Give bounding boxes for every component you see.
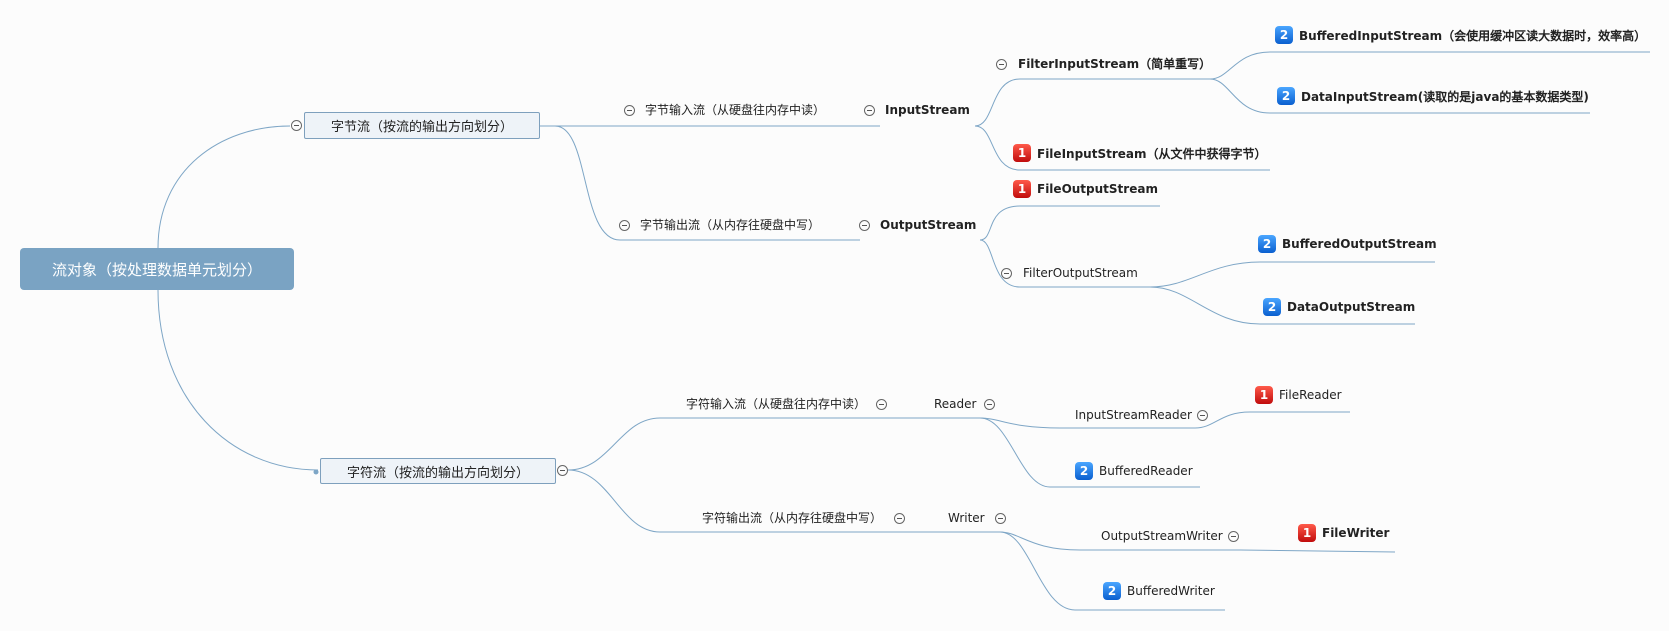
filewriter-node[interactable]: 1 FileWriter (1298, 524, 1389, 542)
char-output-node[interactable]: 字符输出流（从内存往硬盘中写） (702, 511, 883, 525)
edge-ofilter-data (1149, 286, 1415, 325)
char-input-collapse-button[interactable] (876, 399, 887, 410)
edge-root-char (157, 289, 319, 471)
bufferedwriter-node[interactable]: 2 BufferedWriter (1103, 582, 1215, 600)
priority-2-icon: 2 (1258, 235, 1276, 253)
byte-collapse-button[interactable] (291, 120, 302, 131)
bufferedinputstream-label: BufferedInputStream（会使用缓冲区读大数据时，效率高） (1299, 28, 1647, 43)
outputstreamwriter-node[interactable]: OutputStreamWriter (1101, 529, 1223, 543)
inputstream-node[interactable]: InputStream (885, 103, 970, 117)
priority-2-icon: 2 (1275, 26, 1293, 44)
byte-stream-label: 字节流（按流的输出方向划分） (330, 120, 513, 135)
priority-2-icon: 2 (1277, 87, 1295, 105)
root-label: 流对象（按处理数据单元划分） (51, 260, 262, 279)
char-output-collapse-button[interactable] (894, 513, 905, 524)
edge-char-output (567, 469, 1000, 533)
byte-stream-node[interactable]: 字节流（按流的输出方向划分） (304, 112, 540, 139)
filterinputstream-node[interactable]: FilterInputStream（简单重写） (1018, 57, 1212, 71)
filereader-label: FileReader (1279, 388, 1342, 402)
edge-root-byte (157, 125, 291, 249)
bufferedwriter-label: BufferedWriter (1127, 584, 1215, 598)
byte-output-collapse-button[interactable] (619, 220, 630, 231)
filteroutputstream-node[interactable]: FilterOutputStream (1023, 266, 1138, 280)
reader-collapse-button[interactable] (984, 399, 995, 410)
edge-writer-osw (999, 531, 1240, 551)
priority-1-icon: 1 (1013, 180, 1031, 198)
byte-output-node[interactable]: 字节输出流（从内存往硬盘中写） (640, 218, 821, 232)
edge-isr-filereader (1194, 411, 1350, 429)
edge-byte-output (554, 125, 860, 241)
fileoutputstream-label: FileOutputStream (1037, 182, 1158, 196)
char-input-node[interactable]: 字符输入流（从硬盘往内存中读） (686, 397, 867, 411)
inputstreamreader-collapse-button[interactable] (1197, 410, 1208, 421)
byte-input-node[interactable]: 字节输入流（从硬盘往内存中读） (645, 103, 826, 117)
edge-out-file (979, 205, 1160, 241)
writer-collapse-button[interactable] (995, 513, 1006, 524)
edge-in-file (974, 125, 1270, 171)
edge-reader-buffered (979, 417, 1200, 488)
char-connector-dot (313, 469, 319, 475)
dataoutputstream-node[interactable]: 2 DataOutputStream (1263, 298, 1415, 316)
edge-filter-data (1209, 78, 1590, 114)
datainputstream-node[interactable]: 2 DataInputStream(读取的是java的基本数据类型) (1277, 87, 1589, 105)
bufferedinputstream-node[interactable]: 2 BufferedInputStream（会使用缓冲区读大数据时，效率高） (1275, 26, 1646, 44)
root-node[interactable]: 流对象（按处理数据单元划分） (20, 248, 294, 290)
edge-in-filter (974, 78, 1210, 127)
char-stream-node[interactable]: 字符流（按流的输出方向划分） (320, 458, 556, 484)
filterinputstream-collapse-button[interactable] (996, 59, 1007, 70)
bufferedreader-label: BufferedReader (1099, 464, 1193, 478)
edge-writer-buffered (999, 531, 1225, 611)
edge-out-filter (979, 239, 1150, 288)
edge-filter-buffered (1209, 51, 1650, 80)
edge-char-input (567, 417, 980, 471)
inputstreamreader-node[interactable]: InputStreamReader (1075, 408, 1192, 422)
filteroutputstream-collapse-button[interactable] (1001, 268, 1012, 279)
bufferedoutputstream-label: BufferedOutputStream (1282, 237, 1437, 251)
filewriter-label: FileWriter (1322, 526, 1390, 540)
fileinputstream-label: FileInputStream（从文件中获得字节） (1037, 146, 1267, 161)
fileoutputstream-node[interactable]: 1 FileOutputStream (1013, 180, 1158, 198)
edge-osw-filewriter (1239, 549, 1396, 553)
edge-reader-isr (979, 417, 1195, 429)
priority-2-icon: 2 (1263, 298, 1281, 316)
char-stream-label: 字符流（按流的输出方向划分） (346, 465, 529, 481)
outputstream-collapse-button[interactable] (859, 220, 870, 231)
edge-ofilter-buffered (1149, 261, 1435, 288)
writer-node[interactable]: Writer (948, 511, 985, 525)
priority-2-icon: 2 (1103, 582, 1121, 600)
char-collapse-button[interactable] (557, 465, 568, 476)
bufferedreader-node[interactable]: 2 BufferedReader (1075, 462, 1193, 480)
fileinputstream-node[interactable]: 1 FileInputStream（从文件中获得字节） (1013, 144, 1266, 162)
reader-node[interactable]: Reader (934, 397, 977, 411)
datainputstream-label: DataInputStream(读取的是java的基本数据类型) (1301, 89, 1589, 104)
byte-input-collapse-button[interactable] (624, 105, 635, 116)
outputstream-node[interactable]: OutputStream (880, 218, 977, 232)
inputstream-collapse-button[interactable] (864, 105, 875, 116)
priority-1-icon: 1 (1255, 386, 1273, 404)
dataoutputstream-label: DataOutputStream (1287, 300, 1416, 314)
priority-1-icon: 1 (1298, 524, 1316, 542)
outputstreamwriter-collapse-button[interactable] (1228, 531, 1239, 542)
priority-1-icon: 1 (1013, 144, 1031, 162)
priority-2-icon: 2 (1075, 462, 1093, 480)
filereader-node[interactable]: 1 FileReader (1255, 386, 1342, 404)
bufferedoutputstream-node[interactable]: 2 BufferedOutputStream (1258, 235, 1437, 253)
